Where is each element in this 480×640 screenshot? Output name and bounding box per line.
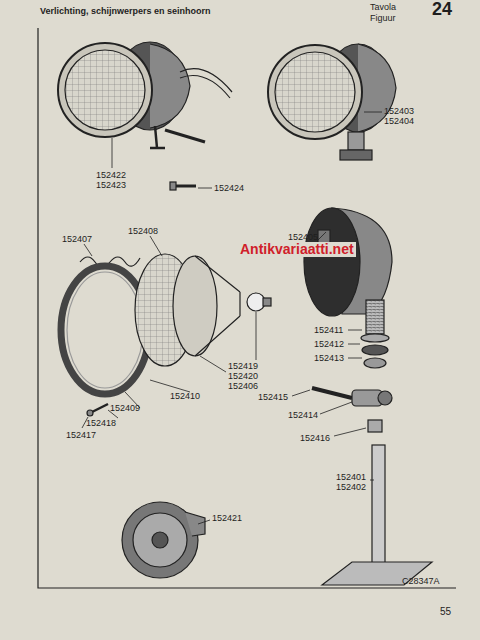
callout-number: 152419 [228,361,258,371]
callout-number: 152423 [96,180,126,190]
callout-number: 152415 [258,392,288,402]
header-text: Figuur [370,13,396,23]
callout-number: 152422 [96,170,126,180]
callout-number: 152407 [62,234,92,244]
bulb [247,293,271,311]
nut [364,358,386,368]
callout-number: 152417 [66,430,96,440]
rim-ring [61,266,149,394]
spacer [368,420,382,432]
pole [372,445,385,563]
callout-number: 152411 [314,325,343,335]
screw [87,404,108,416]
callout-number: 152402 [336,482,366,492]
bolt [312,388,352,398]
callout-number: 152424 [214,183,244,193]
washer [362,345,388,355]
leader-line [82,112,382,524]
watermark: Antikvariaatti.net [238,242,356,257]
callout-number: 152412 [314,339,344,349]
spot-lamp [268,44,396,160]
header-text: Tavola [370,2,396,12]
callout-number: 152408 [128,226,158,236]
spot-lamp [58,42,232,148]
callout-number: 152418 [86,418,116,428]
washer [361,334,389,342]
callout-number: 152416 [300,433,330,443]
horn [122,502,205,578]
callout-number: 152413 [314,353,344,363]
callout-number: 152414 [288,410,318,420]
callout-number: 152409 [110,403,140,413]
drawing-number: C28347A [402,576,440,586]
callout-number: 152406 [228,381,258,391]
callout-number: 152421 [212,513,242,523]
threaded-stem [366,300,384,334]
screw [170,182,196,190]
page-frame [38,28,456,588]
figure-number: 24 [432,0,452,19]
callout-number: 152420 [228,371,258,381]
callout-number: 152403 [384,106,414,116]
page-title: Verlichting, schijnwerpers en seinhoorn [40,6,211,16]
callout-number: 152401 [336,472,366,482]
callout-number: 152404 [384,116,414,126]
reflector [173,256,240,356]
callout-number: 152405 [288,232,318,242]
page-number: 55 [440,606,451,617]
callout-number: 152410 [170,391,200,401]
clamp [352,390,392,406]
